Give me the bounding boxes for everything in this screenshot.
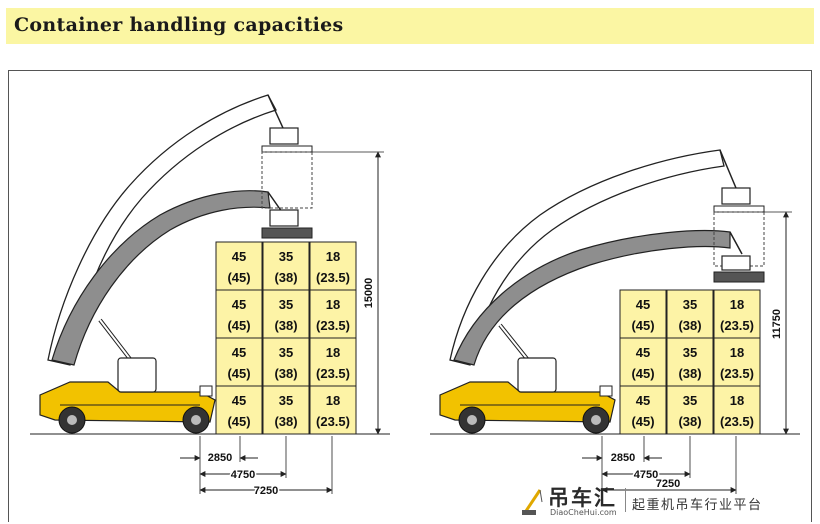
container-box (619, 337, 667, 387)
watermark-divider (625, 488, 626, 512)
watermark-slogan: 起重机吊车行业平台 (632, 498, 763, 513)
capacity-value: 18 (326, 249, 340, 264)
container-box (309, 385, 357, 435)
capacity-secondary-value: (23.5) (316, 318, 350, 333)
capacity-secondary-value: (23.5) (316, 414, 350, 429)
capacity-value: 35 (279, 297, 293, 312)
left-height-label: 15000 (363, 278, 375, 309)
left-reach-stacker (39, 94, 313, 434)
left-container-stack: 45 (45) 45 (45) 45 (45) 45 (45) 35 (38) 35 (38) 35 (3… (215, 241, 357, 435)
capacity-value: 18 (730, 297, 744, 312)
container-box (666, 289, 714, 339)
watermark-url: DiaoCheHui.com (550, 508, 617, 517)
left-dim-7250: 7250 (254, 485, 278, 497)
container-box (262, 337, 310, 387)
capacity-secondary-value: (45) (227, 318, 250, 333)
right-height-label: 11750 (771, 309, 783, 339)
capacity-value: 45 (232, 249, 246, 264)
right-container-stack: 45 (45) 45 (45) 45 (45) 35 (38) 35 (38) 35 (38) 18 (2… (619, 289, 761, 435)
capacity-secondary-value: (45) (227, 414, 250, 429)
capacity-value: 35 (279, 249, 293, 264)
capacity-value: 18 (326, 393, 340, 408)
diagram-frame (8, 70, 812, 522)
container-box (666, 337, 714, 387)
capacity-secondary-value: (23.5) (720, 414, 754, 429)
left-dim-4750: 4750 (231, 469, 255, 481)
container-box (713, 337, 761, 387)
container-box (215, 241, 263, 291)
container-box (215, 385, 263, 435)
capacity-secondary-value: (38) (678, 318, 701, 333)
left-dim-2850: 2850 (208, 452, 232, 464)
capacity-value: 18 (326, 297, 340, 312)
page-title: Container handling capacities (14, 14, 344, 36)
capacity-secondary-value: (45) (631, 414, 654, 429)
capacity-secondary-value: (23.5) (316, 366, 350, 381)
right-dim-4750: 4750 (634, 469, 658, 481)
capacity-value: 45 (232, 297, 246, 312)
capacity-value: 18 (730, 393, 744, 408)
container-box (309, 241, 357, 291)
crane-logo-icon (522, 489, 543, 515)
capacity-value: 35 (683, 345, 697, 360)
capacity-secondary-value: (38) (274, 270, 297, 285)
container-box (262, 241, 310, 291)
container-box (619, 385, 667, 435)
capacity-secondary-value: (45) (227, 270, 250, 285)
left-dimensions: 2850 4750 7250 (180, 436, 333, 499)
right-dimensions: 2850 4750 7250 (582, 436, 737, 494)
container-box (262, 385, 310, 435)
capacity-value: 18 (326, 345, 340, 360)
container-box (713, 385, 761, 435)
capacity-value: 45 (636, 345, 650, 360)
capacity-value: 45 (636, 393, 650, 408)
capacity-secondary-value: (38) (274, 366, 297, 381)
capacity-secondary-value: (38) (274, 318, 297, 333)
capacity-value: 45 (232, 345, 246, 360)
right-reach-stacker (439, 149, 765, 434)
capacity-secondary-value: (23.5) (316, 270, 350, 285)
capacity-secondary-value: (23.5) (720, 318, 754, 333)
title-bar (6, 8, 814, 44)
capacity-value: 45 (232, 393, 246, 408)
container-box (262, 289, 310, 339)
capacity-value: 35 (279, 345, 293, 360)
capacity-secondary-value: (45) (227, 366, 250, 381)
capacity-value: 45 (636, 297, 650, 312)
capacity-secondary-value: (45) (631, 366, 654, 381)
container-box (215, 337, 263, 387)
right-cab (517, 357, 557, 393)
right-dim-7250: 7250 (656, 478, 680, 490)
capacity-value: 35 (279, 393, 293, 408)
watermark-brand: 吊车汇 (548, 486, 617, 510)
left-cab (117, 357, 157, 393)
capacity-value: 18 (730, 345, 744, 360)
container-box (619, 289, 667, 339)
container-box (309, 337, 357, 387)
capacity-value: 35 (683, 393, 697, 408)
capacity-value: 35 (683, 297, 697, 312)
capacity-secondary-value: (38) (678, 414, 701, 429)
capacity-secondary-value: (23.5) (720, 366, 754, 381)
container-box (309, 289, 357, 339)
right-dim-2850: 2850 (611, 452, 635, 464)
capacity-secondary-value: (38) (678, 366, 701, 381)
watermark: 吊车汇 DiaoCheHui.com 起重机吊车行业平台 (520, 482, 810, 520)
capacity-secondary-value: (45) (631, 318, 654, 333)
right-boom-raised (449, 149, 725, 366)
capacity-secondary-value: (38) (274, 414, 297, 429)
container-box (666, 385, 714, 435)
